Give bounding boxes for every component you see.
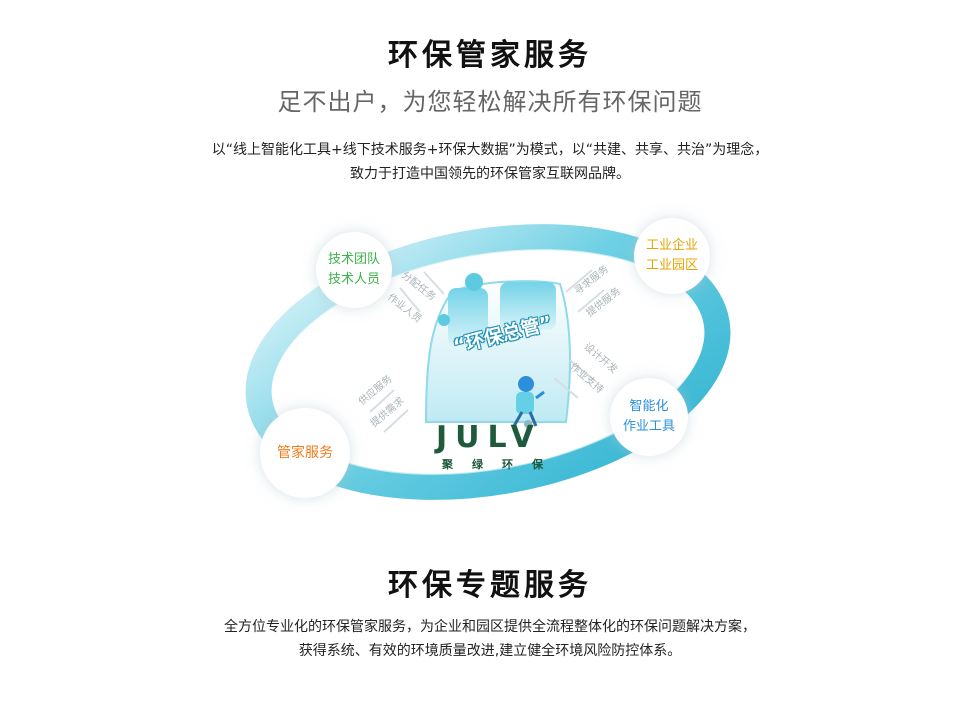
node-tech-line1: 技术团队 bbox=[327, 252, 380, 267]
screen-dot bbox=[465, 273, 483, 291]
node-butler-service: 管家服务 bbox=[260, 408, 350, 498]
screen-left bbox=[448, 288, 488, 346]
section-subtitle: 足不出户，为您轻松解决所有环保问题 bbox=[277, 88, 703, 116]
ring-ellipse bbox=[245, 224, 731, 500]
topic-paragraph: 全方位专业化的环保管家服务，为企业和园区提供全流程整体化的环保问题解决方案， 获… bbox=[0, 615, 980, 663]
julv-logo-cn: 聚绿环保 bbox=[442, 458, 562, 471]
node-industry-line1: 工业企业 bbox=[645, 238, 698, 253]
intro-paragraph: 以“线上智能化工具+线下技术服务+环保大数据”为模式，以“共建、共享、共治”为理… bbox=[0, 138, 980, 186]
node-smart-line1: 智能化 bbox=[629, 399, 669, 414]
node-tech-team: 技术团队 技术人员 bbox=[316, 232, 392, 308]
intro-line-2: 致力于打造中国领先的环保管家互联网品牌。 bbox=[350, 166, 630, 182]
julv-logo: JULV bbox=[436, 420, 542, 455]
screen-right bbox=[500, 282, 556, 330]
node-industry: 工业企业 工业园区 bbox=[634, 218, 710, 294]
section-title-butler: 环保管家服务 bbox=[388, 38, 592, 73]
node-butler-label: 管家服务 bbox=[277, 445, 333, 461]
service-diagram: 分配任务 作业人员 寻求服务 提供服务 设计开发 作业支持 供应服务 提供需求 … bbox=[230, 212, 750, 512]
section-title-topic: 环保专题服务 bbox=[388, 568, 592, 603]
operator-head bbox=[518, 376, 534, 392]
topic-line-1: 全方位专业化的环保管家服务，为企业和园区提供全流程整体化的环保问题解决方案， bbox=[224, 619, 756, 635]
node-tech-line2: 技术人员 bbox=[327, 272, 380, 287]
node-smart-line2: 作业工具 bbox=[622, 419, 675, 434]
node-smart-tools: 智能化 作业工具 bbox=[610, 378, 688, 456]
topic-line-2: 获得系统、有效的环境质量改进,建立健全环境风险防控体系。 bbox=[298, 643, 682, 659]
node-industry-line2: 工业园区 bbox=[645, 258, 698, 273]
operator-body bbox=[516, 392, 534, 414]
intro-line-1: 以“线上智能化工具+线下技术服务+环保大数据”为模式，以“共建、共享、共治”为理… bbox=[211, 142, 769, 158]
ring-graphic bbox=[245, 224, 731, 500]
